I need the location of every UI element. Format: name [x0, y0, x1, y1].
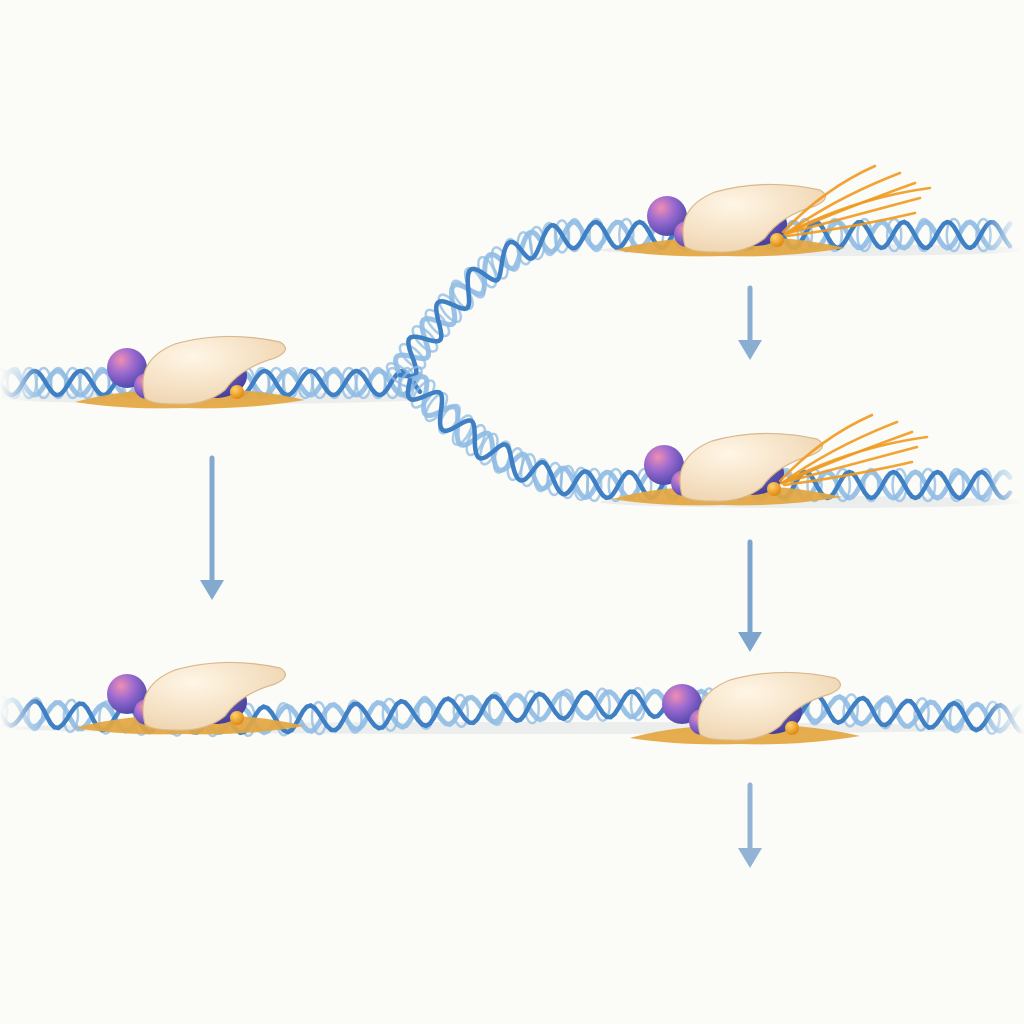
dna-coil-loop [385, 362, 415, 388]
dna-front-strand [397, 219, 1013, 379]
arrow-bottom-right-down [738, 782, 762, 868]
product-strands [778, 413, 929, 487]
dna-coil-loop [607, 467, 625, 503]
dna-coil-loop [346, 699, 363, 734]
protein-cap [142, 661, 286, 731]
dna-coil-loop [566, 217, 583, 253]
arrow-upper-right-down [738, 285, 762, 360]
active-site-dot [230, 385, 244, 399]
dna-coil-loop [877, 695, 895, 730]
dna-coil-loop [862, 467, 880, 503]
complex-bottom-right [630, 671, 860, 745]
dna-coil-loop [588, 217, 605, 253]
dna-coil-loop [523, 689, 540, 725]
dna-coil-loop [411, 325, 439, 353]
dna-coil-loop [553, 219, 571, 254]
arrow-head [738, 632, 762, 652]
product-strands [781, 164, 932, 238]
active-site-dot [230, 711, 244, 725]
complex-bottom-left [75, 661, 305, 735]
arrow-left-down [200, 455, 224, 600]
product-strand [783, 186, 932, 236]
dna-helix-lower-branch [397, 365, 1013, 503]
active-site-dot [785, 721, 799, 735]
dna-coil-loop [842, 693, 859, 728]
product-strand [783, 171, 902, 236]
ground-shadows [0, 244, 1024, 734]
dna-coil-loop [913, 697, 930, 732]
protein-cap [682, 183, 826, 253]
protein-cap [679, 432, 823, 502]
product-strand [780, 420, 899, 485]
complex-left-top [75, 335, 305, 409]
dna-coil-loop [919, 467, 937, 503]
left-edge-fade [0, 0, 40, 1024]
dna-coil-loop [424, 308, 451, 338]
dna-coil-loop [452, 693, 470, 729]
complex-upper-branch [615, 164, 932, 257]
dna-coil-loop [465, 423, 487, 457]
protein-cap [142, 335, 286, 405]
active-site-dot [767, 482, 781, 496]
dna-coil-loop [585, 467, 603, 503]
active-site-dot [770, 233, 784, 247]
dna-front-strand [405, 377, 1013, 501]
right-edge-fade [984, 0, 1024, 1024]
dna-coil-loop [410, 379, 436, 409]
protein-complex-layer [75, 164, 932, 745]
dna-coil-loop [438, 403, 461, 435]
dna-coil-loop [397, 365, 423, 395]
arrow-middle-right-down [738, 539, 762, 652]
arrow-layer [200, 285, 762, 868]
dna-coil-loop [834, 467, 852, 503]
product-strand [778, 413, 874, 483]
arrow-head [200, 580, 224, 600]
dna-coil-loop [62, 698, 80, 734]
protein-cap [697, 671, 841, 741]
dna-helix-layer [0, 217, 1024, 738]
dna-coil-loop [885, 217, 903, 253]
product-strand [783, 196, 922, 236]
arrow-head [738, 848, 762, 868]
product-strand [781, 164, 877, 234]
dna-coil-loop [381, 697, 399, 733]
product-strand [780, 435, 929, 485]
dna-coil-loop [417, 695, 434, 731]
product-strand [780, 445, 919, 485]
dna-coil-loop [528, 225, 546, 261]
product-strand [782, 460, 914, 487]
arrow-head [738, 340, 762, 360]
product-strand [785, 211, 917, 238]
complex-lower-branch [612, 413, 929, 506]
dna-coil-loop [310, 700, 328, 736]
dna-coil-loop [398, 342, 427, 370]
